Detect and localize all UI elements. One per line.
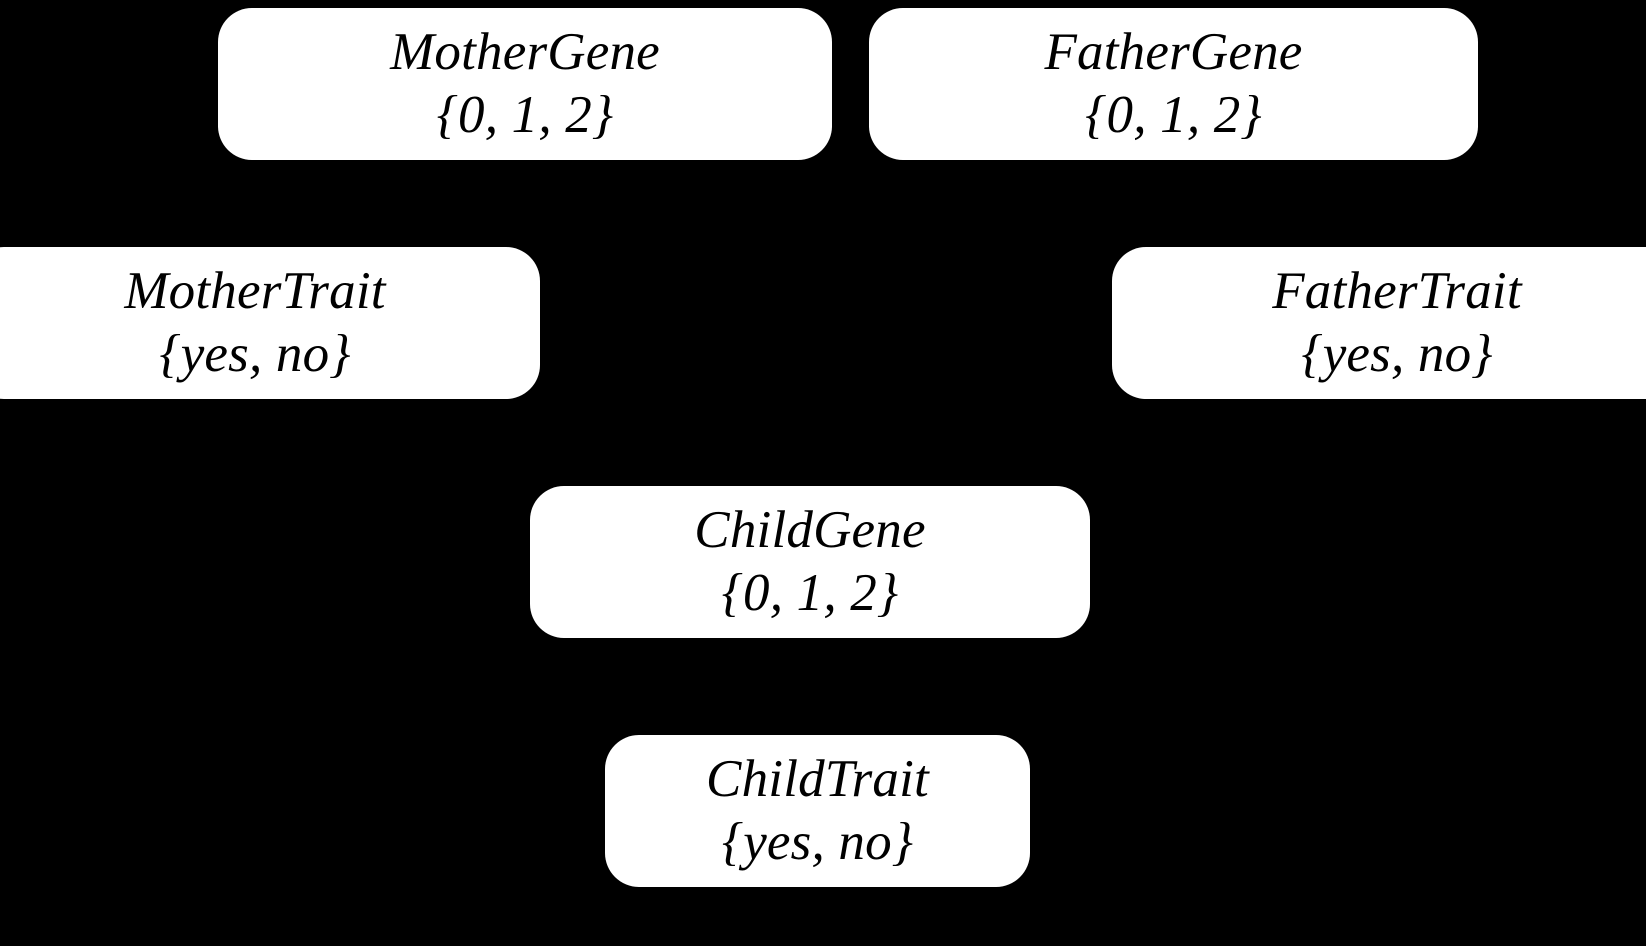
node-mother-gene[interactable]: MotherGene {0, 1, 2} bbox=[218, 8, 832, 160]
node-mother-trait-domain: {yes, no} bbox=[159, 325, 351, 383]
node-father-trait[interactable]: FatherTrait {yes, no} bbox=[1112, 247, 1646, 399]
node-father-trait-label: FatherTrait bbox=[1272, 261, 1522, 320]
node-child-gene-domain: {0, 1, 2} bbox=[721, 564, 899, 622]
node-father-gene-domain: {0, 1, 2} bbox=[1085, 86, 1262, 144]
node-child-gene[interactable]: ChildGene {0, 1, 2} bbox=[530, 486, 1090, 638]
node-child-gene-label: ChildGene bbox=[694, 500, 926, 559]
node-mother-trait-label: MotherTrait bbox=[124, 261, 386, 320]
node-father-trait-domain: {yes, no} bbox=[1301, 325, 1493, 383]
node-mother-gene-domain: {0, 1, 2} bbox=[436, 86, 614, 144]
node-child-trait-label: ChildTrait bbox=[706, 749, 929, 808]
node-father-gene[interactable]: FatherGene {0, 1, 2} bbox=[869, 8, 1478, 160]
node-mother-gene-label: MotherGene bbox=[390, 22, 660, 81]
node-child-trait-domain: {yes, no} bbox=[721, 813, 914, 871]
node-mother-trait[interactable]: MotherTrait {yes, no} bbox=[0, 247, 540, 399]
node-father-gene-label: FatherGene bbox=[1044, 22, 1303, 81]
node-child-trait[interactable]: ChildTrait {yes, no} bbox=[605, 735, 1030, 887]
